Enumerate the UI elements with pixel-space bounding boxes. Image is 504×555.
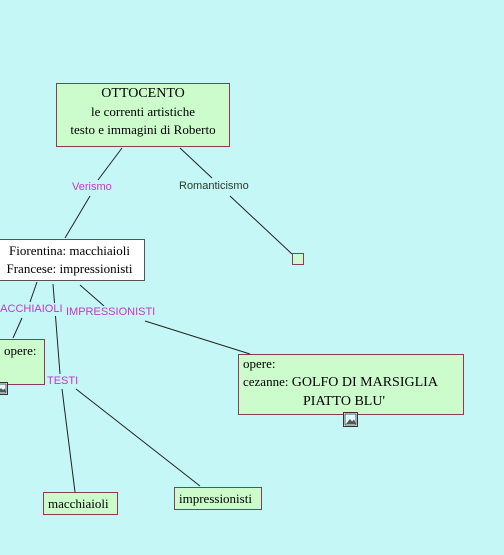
edge-schools-impressionisti (79, 284, 105, 307)
edge-romanticismo-box (229, 195, 293, 255)
edge-impressionisti-opere (144, 320, 251, 355)
link-label-impressionisti: IMPRESSIONISTI (66, 306, 156, 319)
edge-schools-testi (52, 283, 61, 375)
opere-right-node[interactable]: opere: cezanne: GOLFO DI MARSIGLIA PIATT… (238, 354, 464, 415)
leaf-impressionisti-label: impressionisti (179, 491, 252, 506)
edge-verismo-schools (64, 195, 91, 239)
edge-testi-impressionisti (75, 388, 201, 487)
opere-right-author: cezanne: (243, 374, 292, 389)
romanticismo-empty-node[interactable] (292, 253, 304, 265)
edge-root-romanticismo (179, 147, 213, 179)
image-icon[interactable] (343, 412, 358, 427)
link-label-macchiaioli: MACCHIAIOLI (0, 303, 63, 316)
schools-node[interactable]: Fiorentina: macchiaioli Francese: impres… (0, 239, 145, 281)
root-subtitle: le correnti artistiche (91, 104, 195, 119)
link-label-testi: TESTI (47, 375, 79, 388)
schools-fiorentina: Fiorentina: macchiaioli (9, 243, 130, 258)
leaf-macchiaioli-label: macchiaioli (48, 496, 109, 511)
root-author: testo e immagini di Roberto (70, 122, 216, 137)
edge-schools-macchiaioli (29, 281, 38, 303)
image-icon[interactable] (0, 382, 8, 395)
opere-left-node[interactable]: opere: (0, 339, 45, 385)
edge-root-verismo (97, 147, 123, 181)
opere-left-label: opere: (4, 343, 37, 358)
link-label-verismo: Verismo (72, 181, 112, 194)
link-label-romanticismo: Romanticismo (179, 180, 249, 193)
opere-right-title-1: GOLFO DI MARSIGLIA (291, 375, 438, 390)
edge-macchiaioli-opere (12, 317, 23, 339)
leaf-macchiaioli-node[interactable]: macchiaioli (43, 492, 118, 515)
edge-testi-macchiaioli (61, 388, 76, 493)
schools-francese: Francese: impressionisti (6, 261, 133, 276)
opere-right-label: opere: (243, 356, 276, 371)
opere-right-title-2: PIATTO BLU' (303, 394, 385, 409)
leaf-impressionisti-node[interactable]: impressionisti (174, 487, 262, 510)
root-node[interactable]: OTTOCENTO le correnti artistiche testo e… (56, 83, 230, 147)
root-title: OTTOCENTO (101, 86, 185, 101)
